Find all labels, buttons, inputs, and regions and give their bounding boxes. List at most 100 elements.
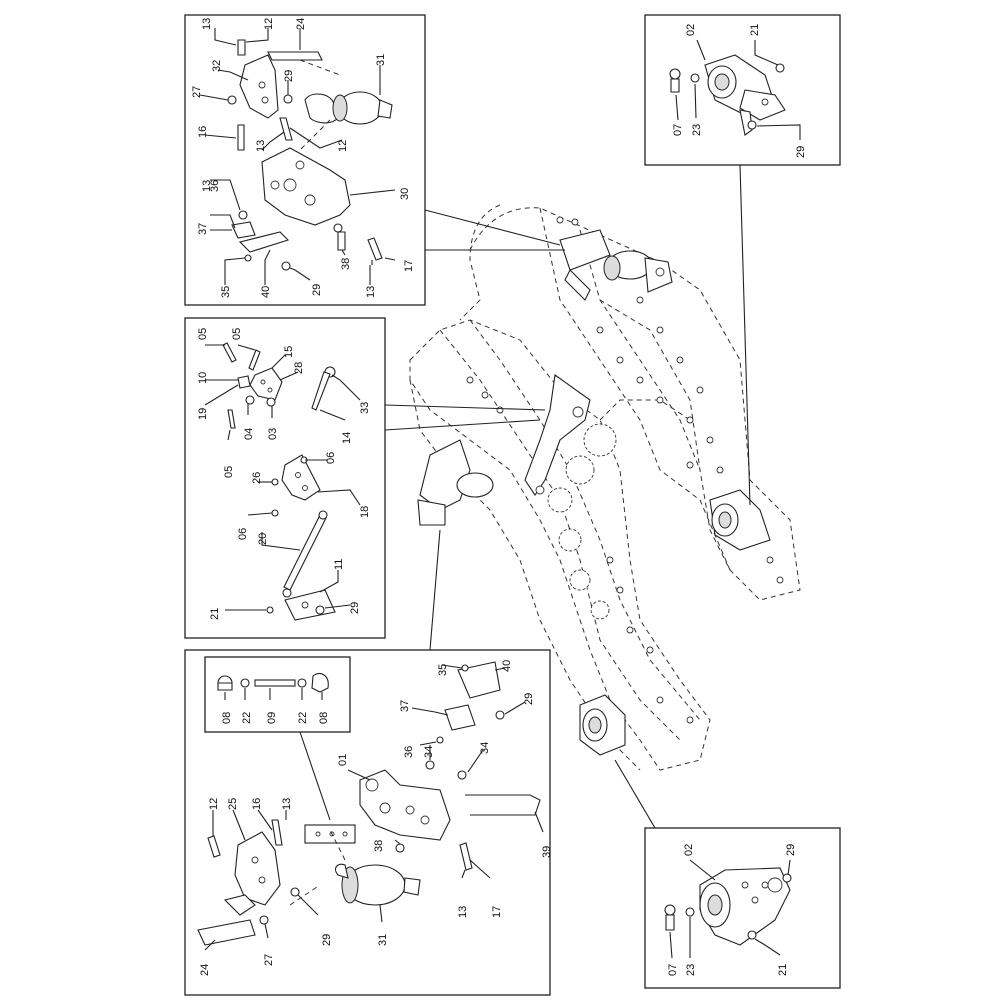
callout-29: 29 — [349, 602, 361, 614]
callout-35: 35 — [437, 664, 449, 676]
callout-27: 27 — [191, 86, 203, 98]
callout-29: 29 — [795, 146, 807, 158]
callout-17: 17 — [403, 260, 415, 272]
callout-02: 02 — [685, 24, 697, 36]
callout-27: 27 — [263, 954, 275, 966]
callout-40: 40 — [501, 660, 513, 672]
br-parts — [664, 867, 792, 946]
bl-parts — [197, 661, 541, 946]
callout-13: 13 — [281, 798, 293, 810]
callout-06: 06 — [237, 528, 249, 540]
ml-parts — [222, 342, 336, 621]
callout-07: 07 — [672, 124, 684, 136]
callout-13: 13 — [201, 180, 213, 192]
callout-29: 29 — [283, 70, 295, 82]
tl-parts — [227, 39, 393, 271]
panel-top-left-frame — [184, 14, 426, 306]
callout-24: 24 — [199, 964, 211, 976]
callout-04: 04 — [243, 428, 255, 440]
bl-inset-parts — [217, 672, 329, 693]
box-leader-lines — [299, 164, 751, 829]
callout-36: 36 — [403, 746, 415, 758]
panel-bottom-right-frame — [644, 827, 841, 989]
callout-17: 17 — [491, 906, 503, 918]
callout-05: 05 — [223, 466, 235, 478]
callout-31: 31 — [377, 934, 389, 946]
bl-inset-leaders — [224, 688, 323, 700]
tr-leaders — [675, 39, 801, 140]
callout-06: 06 — [325, 452, 337, 464]
tr-labels: 02 21 07 23 29 — [672, 24, 807, 158]
frame-upper-cylinder — [559, 229, 673, 301]
callout-29: 29 — [311, 284, 323, 296]
callout-32: 32 — [211, 60, 223, 72]
frame-bottom-mount — [579, 694, 626, 756]
callout-23: 23 — [685, 964, 697, 976]
callout-20: 20 — [257, 533, 269, 545]
callout-34: 34 — [479, 742, 491, 754]
callout-08: 08 — [221, 712, 233, 724]
tl-plate-24 — [267, 51, 323, 61]
callout-35: 35 — [220, 286, 232, 298]
callout-05: 05 — [197, 328, 209, 340]
callout-38: 38 — [373, 840, 385, 852]
frame-right-mount — [709, 489, 771, 551]
callout-21: 21 — [749, 24, 761, 36]
callout-09: 09 — [266, 712, 278, 724]
callout-31: 31 — [375, 54, 387, 66]
callout-29: 29 — [321, 934, 333, 946]
panel-top-right-frame — [644, 14, 841, 166]
bl-labels: 08 22 09 22 08 35 40 37 29 01 36 34 34 1… — [199, 660, 553, 976]
tr-parts — [669, 54, 786, 136]
callout-12: 12 — [337, 140, 349, 152]
callout-12: 12 — [208, 798, 220, 810]
callout-05: 05 — [231, 328, 243, 340]
frame-mid-bracket — [524, 374, 591, 496]
callout-21: 21 — [209, 608, 221, 620]
callout-29: 29 — [785, 844, 797, 856]
tl-housing-30 — [261, 147, 351, 226]
frame-lower-cylinder — [417, 439, 494, 526]
callout-12: 12 — [263, 18, 275, 30]
callout-29: 29 — [523, 693, 535, 705]
callout-30: 30 — [399, 188, 411, 200]
callout-16: 16 — [251, 798, 263, 810]
tl-labels: 13 12 24 32 27 29 31 16 13 12 13 36 30 3… — [191, 18, 415, 298]
ml-leaders — [204, 344, 361, 611]
callout-02: 02 — [683, 844, 695, 856]
panel-middle-left-frame — [184, 317, 386, 639]
callout-16: 16 — [197, 126, 209, 138]
br-leaders — [669, 859, 791, 959]
callout-33: 33 — [359, 402, 371, 414]
callout-13: 13 — [365, 286, 377, 298]
callout-24: 24 — [295, 18, 307, 30]
callout-10: 10 — [197, 372, 209, 384]
br-labels: 02 29 07 23 21 — [667, 844, 797, 976]
callout-38: 38 — [340, 258, 352, 270]
callout-15: 15 — [283, 346, 295, 358]
callout-11: 11 — [333, 559, 345, 570]
callout-13: 13 — [255, 140, 267, 152]
callout-25: 25 — [227, 798, 239, 810]
ml-labels: 05 05 15 10 28 33 19 04 03 14 05 06 26 1… — [197, 328, 371, 620]
callout-07: 07 — [667, 964, 679, 976]
callout-40: 40 — [260, 286, 272, 298]
callout-13: 13 — [201, 18, 213, 30]
callout-37: 37 — [399, 700, 411, 712]
callout-22: 22 — [297, 712, 309, 724]
callout-23: 23 — [691, 124, 703, 136]
callout-08: 08 — [318, 712, 330, 724]
callout-14: 14 — [341, 432, 353, 444]
tl-leaders — [199, 28, 396, 285]
chassis-frame — [409, 204, 801, 771]
callout-22: 22 — [241, 712, 253, 724]
callout-18: 18 — [359, 506, 371, 518]
callout-21: 21 — [777, 964, 789, 976]
callout-34: 34 — [423, 746, 435, 758]
callout-26: 26 — [251, 472, 263, 484]
panel-bottom-left-inset-frame — [204, 656, 351, 733]
callout-13: 13 — [457, 906, 469, 918]
bl-leaders — [204, 664, 544, 951]
callout-01: 01 — [337, 754, 349, 766]
